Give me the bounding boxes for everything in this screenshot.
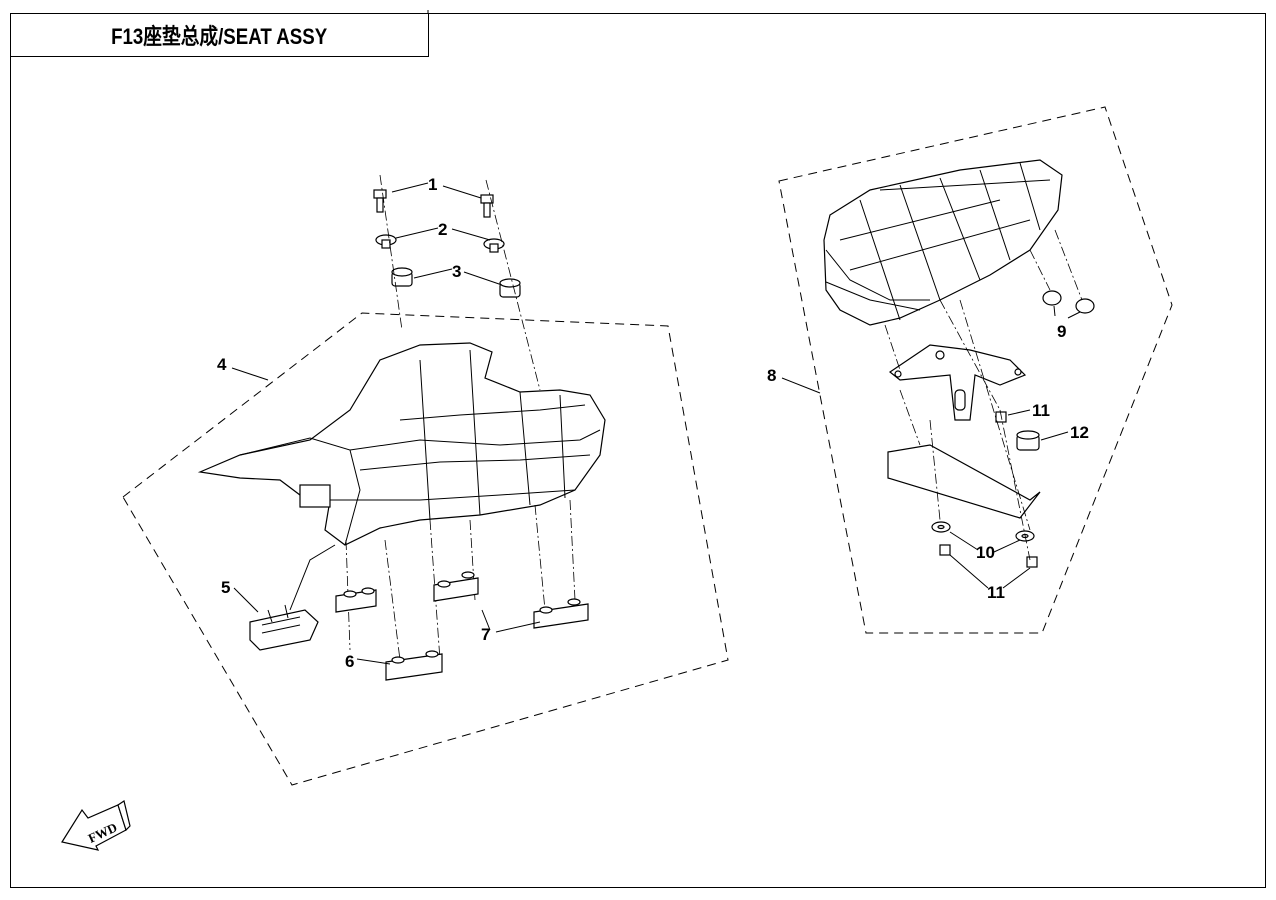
rubber-pad-6b[interactable] [385,650,443,681]
rear-seat[interactable] [823,159,1063,326]
bolt-1a[interactable] [373,189,387,213]
callout-9: 9 [1057,322,1066,341]
rubber-cap-9b[interactable] [1075,298,1095,314]
front-seat[interactable] [197,342,606,546]
callout-11-lower: 11 [987,583,1005,602]
collar-2b[interactable] [483,238,505,253]
rubber-pad-7a[interactable] [433,571,479,602]
grommet-3b[interactable] [499,278,521,298]
cover-plate[interactable] [887,444,1041,519]
callout-8: 8 [767,366,776,385]
callout-10: 10 [976,543,995,562]
front-seat-group-boundary [122,312,729,786]
rubber-pad-6a[interactable] [335,587,377,613]
callout-7: 7 [481,625,490,644]
bolt-1b[interactable] [480,194,494,218]
washer-10a[interactable] [931,521,951,533]
forward-arrow-icon: FWD [61,800,131,851]
spacer-12[interactable] [1016,430,1040,451]
rubber-cap-9a[interactable] [1042,290,1062,306]
callout-6: 6 [345,652,354,671]
bracket-8[interactable] [888,344,1027,421]
callout-11-upper: 11 [1032,401,1050,420]
callout-1: 1 [428,175,437,194]
callout-2: 2 [438,220,447,239]
nut-11c[interactable] [1026,556,1038,568]
rubber-pad-7b[interactable] [533,598,589,629]
page-title: F13座垫总成/SEAT ASSY [111,24,328,49]
drawing-frame [10,13,1266,888]
callout-3: 3 [452,262,461,281]
seat-latch-5[interactable] [249,604,319,651]
callout-4: 4 [217,355,227,374]
collar-2a[interactable] [375,234,397,249]
nut-11b[interactable] [939,544,951,556]
grommet-3a[interactable] [391,267,413,287]
callout-5: 5 [221,578,230,597]
rear-seat-group-boundary [778,106,1173,634]
title-box: F13座垫总成/SEAT ASSY [10,13,429,57]
callout-12: 12 [1070,423,1089,442]
